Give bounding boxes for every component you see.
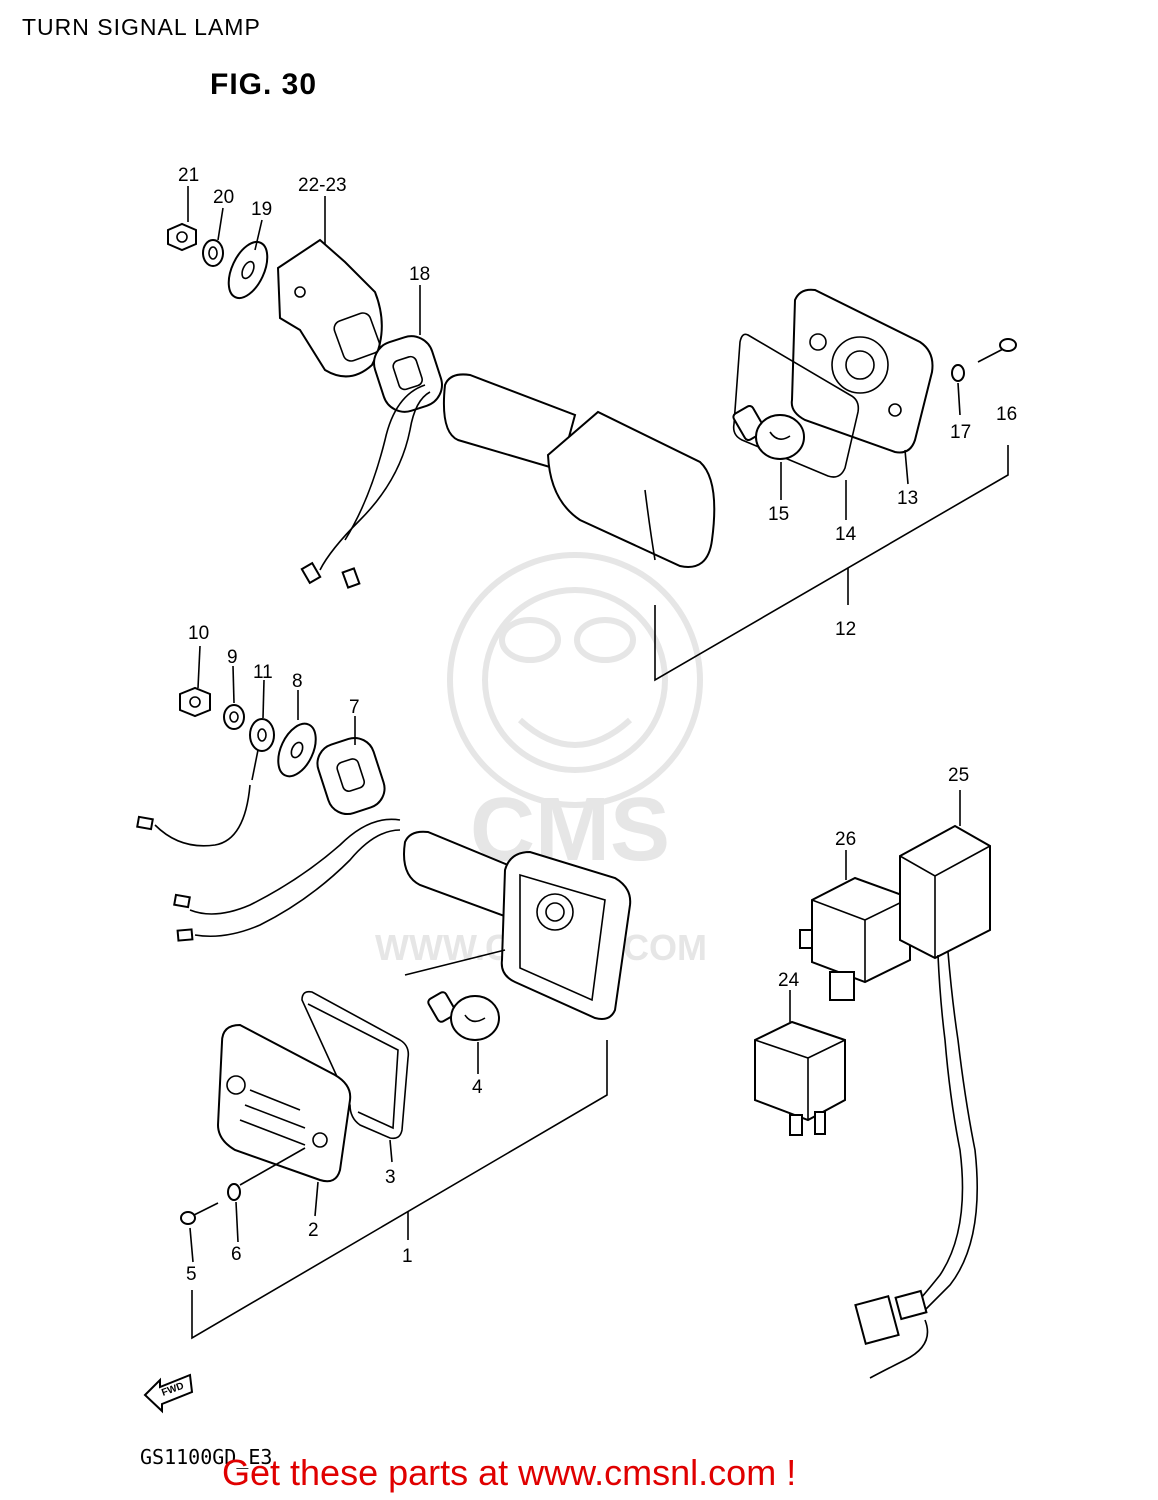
callout-5: 5 [186,1264,197,1285]
callout-8: 8 [292,671,303,692]
part-21-nut [167,222,197,252]
leader-12 [654,445,1009,682]
callout-12: 12 [835,619,856,640]
callout-22-23: 22-23 [298,175,347,196]
part-14-gasket [732,333,860,478]
forward-arrow-icon: FWD [143,1373,194,1414]
part-8-washer [277,722,317,778]
part-13-lens [790,288,934,454]
part-7-grommet [316,737,386,815]
callout-10: 10 [188,623,209,644]
callout-13: 13 [897,488,918,509]
part-10-nut [179,686,211,718]
upper-turn-signal-housing [300,373,716,589]
part-24-relay [754,1020,846,1136]
part-6-washer [227,1147,306,1201]
figure-label: FIG. 30 [210,68,318,101]
callout-14: 14 [835,524,857,545]
part-2-lens [216,1023,352,1183]
part-16-screw [977,338,1017,363]
callout-7: 7 [349,697,360,718]
callout-16: 16 [996,404,1017,425]
part-18-grommet [373,335,443,413]
callout-4: 4 [472,1077,483,1098]
part-3-gasket [301,990,410,1140]
callout-20: 20 [213,187,234,208]
part-20-washer [202,239,224,267]
part-22-23-bracket [276,238,383,378]
part-5-screw [180,1202,219,1225]
callout-11: 11 [253,662,273,683]
leader-lines [187,186,961,1263]
callout-numbers: 21 20 19 22-23 18 15 14 13 17 16 12 10 9… [178,165,1017,1285]
promo-link[interactable]: Get these parts at www.cmsnl.com ! [222,1452,797,1493]
callout-6: 6 [231,1244,242,1265]
callout-24: 24 [778,970,800,991]
part-11-terminal [136,718,275,847]
lower-turn-signal-housing [173,818,632,1020]
part-25-relay-harness [854,824,991,1379]
page-title: TURN SIGNAL LAMP [22,14,261,40]
callout-26: 26 [835,829,856,850]
callout-2: 2 [308,1220,319,1241]
part-19-washer [227,240,269,300]
part-15-bulb [732,404,805,460]
callout-15: 15 [768,504,789,525]
part-26-relay [799,876,911,1001]
callout-9: 9 [227,647,238,668]
leader-1 [191,1040,608,1340]
model-code: GS1100GD_E3 [140,1445,273,1469]
part-9-washer [223,704,245,730]
callout-17: 17 [950,422,971,443]
part-17-washer [951,364,965,382]
callout-3: 3 [385,1167,396,1188]
callout-18: 18 [409,264,430,285]
callout-19: 19 [251,199,272,220]
callout-21: 21 [178,165,199,186]
callout-25: 25 [948,765,969,786]
part-4-bulb [427,991,500,1041]
callout-1: 1 [402,1246,413,1267]
